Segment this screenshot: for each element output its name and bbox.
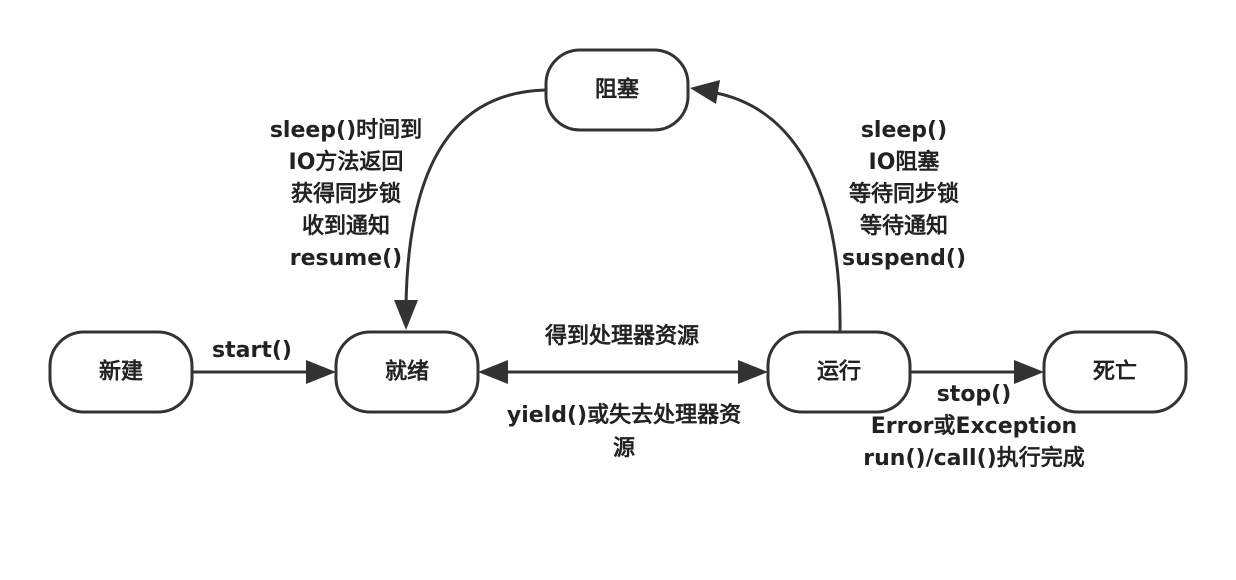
arrowhead-to-running [738,360,768,384]
label-blocked-to-ready-line-5: resume() [290,246,402,271]
label-new-to-ready: start() [212,338,292,363]
state-new-label: 新建 [99,359,143,385]
label-blocked-to-ready-line-4: 收到通知 [302,213,390,239]
label-running-to-dead-line-2: Error或Exception [871,413,1077,439]
label-running-to-blocked-line-5: suspend() [842,246,966,271]
label-running-to-blocked-line-4: 等待通知 [860,213,948,239]
edge-running-to-blocked [715,91,842,333]
edge-blocked-to-ready [404,88,547,307]
label-running-to-ready-line-2: 源 [613,436,635,461]
label-running-to-blocked-line-3: 等待同步锁 [849,181,959,207]
state-ready: 就绪 [334,330,480,414]
label-running-to-dead-line-1: stop() [937,382,1012,407]
label-running-to-dead-line-3: run()/call()执行完成 [863,445,1084,471]
state-blocked: 阻塞 [544,48,690,132]
arrowhead-new-to-ready [306,360,336,384]
label-running-to-blocked-line-1: sleep() [861,118,947,143]
arrowhead-to-blocked [690,80,720,104]
state-dead-label: 死亡 [1093,359,1137,385]
label-blocked-to-ready-line-2: IO方法返回 [289,149,404,175]
state-new: 新建 [48,330,194,414]
arrowhead-to-ready [478,360,508,384]
state-blocked-label: 阻塞 [595,77,640,103]
state-ready-label: 就绪 [385,359,429,385]
label-blocked-to-ready-line-3: 获得同步锁 [291,181,401,207]
state-running: 运行 [766,330,912,414]
label-ready-to-running: 得到处理器资源 [544,323,699,349]
label-running-to-ready-line-1: yield()或失去处理器资 [507,402,741,428]
edges [192,80,1044,384]
state-dead: 死亡 [1042,330,1188,414]
label-running-to-blocked-line-2: IO阻塞 [869,149,941,175]
label-blocked-to-ready-line-1: sleep()时间到 [270,118,422,143]
arrowhead-to-dead [1014,360,1044,384]
arrowhead-to-ready-from-blocked [394,300,418,330]
state-running-label: 运行 [817,359,861,385]
